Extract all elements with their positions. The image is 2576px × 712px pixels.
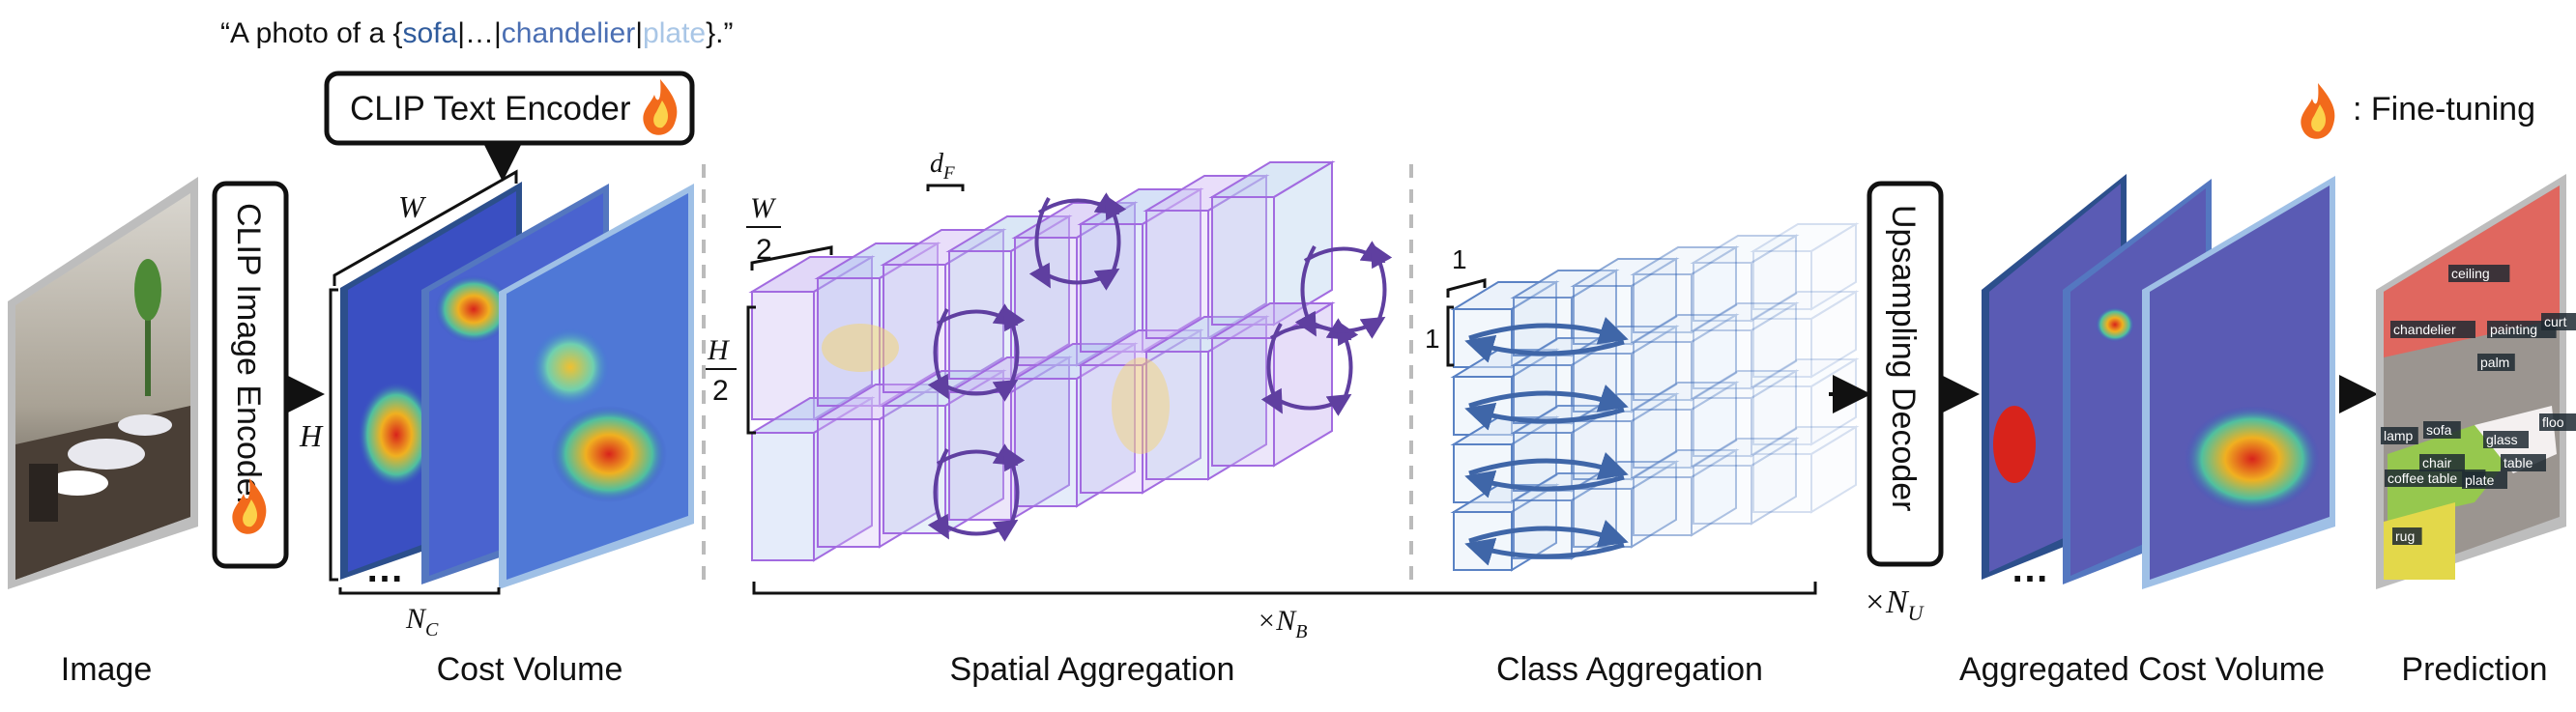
spatial-arrow: [1028, 192, 1127, 291]
prediction-label-text: lamp: [2384, 428, 2414, 443]
spatial-aggregation: [748, 160, 1393, 562]
class-arrow: [1464, 452, 1629, 498]
agg-dots: …: [2011, 548, 2049, 590]
prediction-label-text: table: [2504, 455, 2533, 470]
prediction-label: painting: [2487, 321, 2557, 338]
class-symbols: 1 1: [1425, 244, 1487, 367]
prediction-label-text: chair: [2422, 455, 2452, 470]
legend-label: : Fine-tuning: [2353, 91, 2535, 128]
agg-slice-3: [2142, 176, 2335, 589]
class-aggregation: [1450, 222, 1860, 572]
prediction-label: sofa: [2423, 421, 2461, 439]
legend: : Fine-tuning: [2301, 83, 2535, 139]
symbol-nb: ×NB: [1257, 605, 1307, 642]
symbol-w2-den: 2: [756, 234, 772, 266]
prediction-label-text: painting: [2490, 322, 2537, 337]
symbol-h2-num: H: [707, 334, 731, 366]
prediction-label-text: glass: [2486, 432, 2518, 447]
aggregated-cost-volume: …: [1982, 174, 2335, 590]
prediction-label: rug: [2392, 527, 2422, 545]
caption-image: Image: [61, 651, 153, 688]
symbol-w2-num: W: [750, 192, 777, 224]
nb-brace: ×NB: [752, 582, 1817, 642]
symbol-nc: NC: [405, 603, 439, 641]
prediction-label-text: plate: [2465, 472, 2495, 488]
input-image: [8, 177, 198, 589]
prediction-label-text: ceiling: [2451, 266, 2490, 281]
class-block: [1630, 245, 1740, 334]
caption-cost-volume: Cost Volume: [437, 651, 623, 688]
prediction-label: plate: [2462, 471, 2507, 489]
prediction-label: lamp: [2381, 427, 2418, 444]
spatial-arrow: [1294, 241, 1393, 339]
class-arrow: [1464, 520, 1629, 566]
clip-text-encoder: CLIP Text Encoder: [324, 71, 695, 146]
symbol-df: dF: [930, 149, 955, 184]
prediction-label: coffee table: [2385, 470, 2486, 487]
symbol-h: H: [299, 418, 324, 453]
prediction-label: ceiling: [2448, 265, 2510, 282]
prediction-label-text: floo: [2542, 414, 2564, 430]
prediction-label-text: chandelier: [2393, 322, 2456, 337]
prediction-label: glass: [2483, 431, 2529, 448]
prediction-label-text: rug: [2395, 528, 2415, 544]
class-block: [1690, 234, 1800, 323]
class-arrow: [1464, 317, 1629, 363]
clip-image-encoder-label: CLIP Image Encoder: [230, 203, 267, 507]
fire-icon: [232, 478, 267, 534]
class-block: [1750, 425, 1860, 514]
symbol-nu: ×NU: [1864, 584, 1925, 625]
spatial-block: [748, 396, 876, 562]
class-block: [1690, 301, 1800, 390]
class-block: [1750, 222, 1860, 311]
spatial-block: [945, 214, 1073, 381]
symbol-one-b: 1: [1425, 324, 1440, 354]
class-arrow: [1464, 384, 1629, 431]
caption-prediction: Prediction: [2401, 651, 2547, 688]
symbol-w: W: [398, 189, 427, 224]
spatial-block: [1143, 174, 1270, 340]
prediction-label-text: curt: [2544, 314, 2566, 329]
class-block: [1690, 437, 1800, 526]
caption-class: Class Aggregation: [1496, 651, 1763, 688]
class-block: [1630, 381, 1740, 470]
prompt-text: “A photo of a {sofa|…|chandelier|plate}.…: [220, 17, 733, 49]
prediction-label: chair: [2419, 454, 2465, 471]
spatial-block: [880, 369, 1007, 535]
prediction-label: curt: [2541, 313, 2576, 330]
class-block: [1630, 313, 1740, 402]
spatial-arrow: [927, 303, 1026, 402]
fire-icon: [2301, 83, 2335, 139]
upsampling-decoder-label: Upsampling Decoder: [1885, 205, 1922, 512]
spatial-heat: [1112, 357, 1170, 454]
prediction-label-text: coffee table: [2388, 470, 2457, 486]
spatial-heat: [822, 324, 899, 372]
caption-aggregated: Aggregated Cost Volume: [1959, 651, 2325, 688]
spatial-block: [1208, 160, 1336, 327]
symbol-one-a: 1: [1452, 244, 1467, 274]
prediction-label-text: sofa: [2426, 422, 2452, 438]
clip-text-encoder-label: CLIP Text Encoder: [350, 90, 631, 128]
class-block: [1690, 369, 1800, 458]
cost-volume: W H … NC: [299, 169, 694, 641]
caption-spatial: Spatial Aggregation: [950, 651, 1235, 688]
cost-slice-3: [499, 184, 694, 589]
spatial-symbols: W 2 H 2 dF: [706, 149, 965, 435]
spatial-arrow: [927, 443, 1026, 542]
fire-icon: [643, 79, 678, 135]
prediction-label: table: [2501, 454, 2546, 471]
cost-dots: …: [365, 548, 404, 590]
clip-image-encoder: CLIP Image Encoder: [212, 181, 289, 569]
prediction-label-text: palm: [2480, 355, 2509, 370]
upsampling-decoder: Upsampling Decoder ×NU: [1864, 181, 1944, 625]
class-block: [1630, 448, 1740, 537]
class-block: [1750, 290, 1860, 379]
prediction-label: floo: [2539, 413, 2576, 431]
symbol-h2-den: 2: [712, 375, 729, 407]
prediction-label: chandelier: [2390, 321, 2475, 338]
prediction-label: palm: [2477, 354, 2515, 371]
